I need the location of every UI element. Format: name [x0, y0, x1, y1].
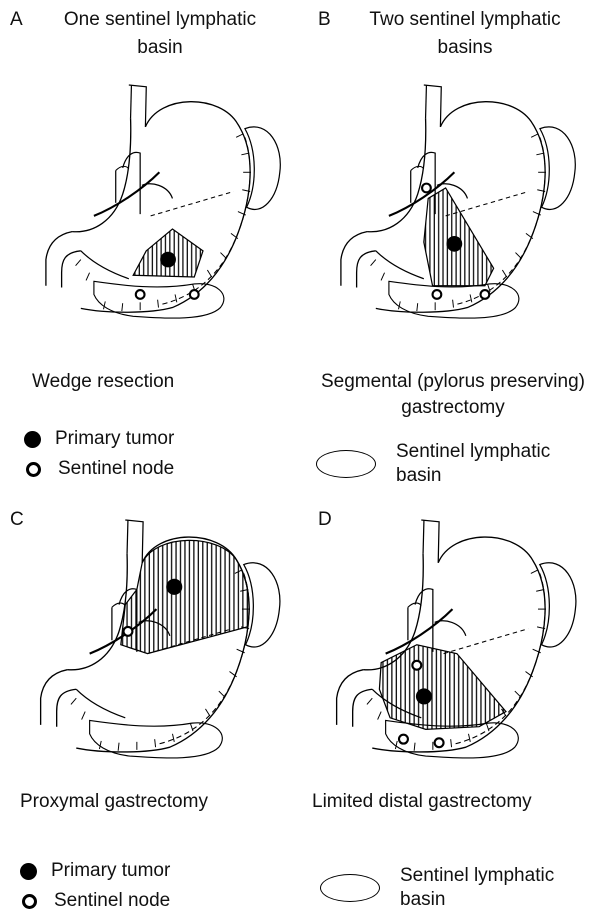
panel-d-resection-region — [379, 645, 506, 730]
panel-d-caption: Limited distal gastrectomy — [312, 790, 532, 814]
panel-d-stomach-diagram — [308, 520, 588, 765]
legend-primary-tumor: Primary tumor — [24, 428, 174, 450]
panel-c-stomach-diagram — [12, 520, 292, 765]
panel-c-sentinel-node — [123, 627, 132, 636]
legend-bottom-primary-tumor-label: Primary tumor — [51, 860, 170, 882]
basin-ellipse-icon — [320, 874, 380, 902]
panel-a-title-line1: One sentinel lymphatic — [40, 8, 280, 32]
panel-b-letter: B — [318, 8, 331, 32]
panel-b-resection-region — [424, 188, 494, 286]
legend-basin-label-line2: basin — [396, 464, 550, 488]
panel-d-sentinel-node — [399, 735, 408, 744]
panel-d-sentinel-node — [412, 661, 421, 670]
legend-sentinel-node: Sentinel node — [24, 458, 174, 480]
legend-bottom-primary-tumor: Primary tumor — [20, 860, 170, 882]
legend-bottom-basin-label-line2: basin — [400, 888, 554, 912]
panel-a-letter: A — [10, 8, 23, 32]
primary-tumor-icon — [20, 863, 37, 880]
panel-d-primary-tumor — [416, 688, 432, 704]
panel-b-stomach-diagram — [310, 85, 590, 325]
legend-basin-label-line1: Sentinel lymphatic — [396, 440, 550, 464]
legend-bottom-sentinel-node-label: Sentinel node — [54, 890, 170, 912]
sentinel-node-icon — [22, 894, 37, 909]
panel-b-caption-line1: Segmental (pylorus preserving) — [318, 370, 588, 394]
panel-d-sentinel-node — [435, 738, 444, 747]
panel-a-title-line2: basin — [40, 36, 280, 60]
panel-b-sentinel-node — [433, 290, 442, 299]
panel-a-sentinel-node — [190, 290, 199, 299]
panel-a-caption: Wedge resection — [32, 370, 174, 394]
legend-sentinel-node-label: Sentinel node — [58, 458, 174, 480]
basin-ellipse-icon — [316, 450, 376, 478]
panel-b-primary-tumor — [447, 236, 463, 252]
panel-b-title-line2: basins — [340, 36, 590, 60]
panel-a-primary-tumor — [160, 252, 176, 268]
panel-b-sentinel-node — [481, 290, 490, 299]
legend-primary-tumor-label: Primary tumor — [55, 428, 174, 450]
primary-tumor-icon — [24, 431, 41, 448]
panel-c-primary-tumor — [166, 579, 182, 595]
legend-bottom-sentinel-node: Sentinel node — [20, 890, 170, 912]
panel-a-stomach-diagram — [15, 85, 295, 325]
panel-b-sentinel-node — [422, 184, 431, 193]
legend-basin: Sentinel lymphatic basin — [316, 440, 550, 488]
panel-a-sentinel-node — [136, 290, 145, 299]
panel-c-resection-region — [121, 540, 249, 653]
legend-bottom-basin: Sentinel lymphatic basin — [320, 864, 554, 912]
sentinel-node-icon — [26, 462, 41, 477]
legend-bottom-basin-label-line1: Sentinel lymphatic — [400, 864, 554, 888]
panel-b-caption-line2: gastrectomy — [318, 396, 588, 420]
panel-b-title-line1: Two sentinel lymphatic — [340, 8, 590, 32]
panel-c-caption: Proxymal gastrectomy — [20, 790, 208, 814]
